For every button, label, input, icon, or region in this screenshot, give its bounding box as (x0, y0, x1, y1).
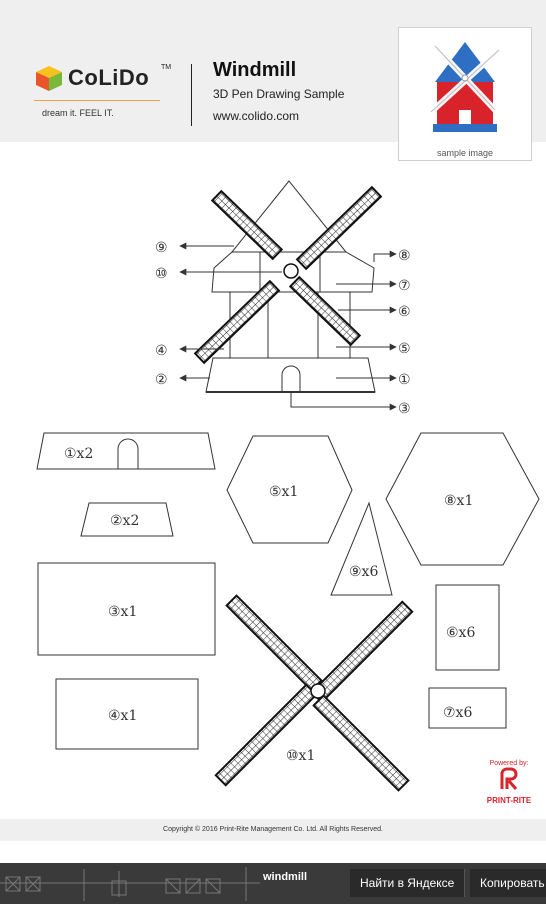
cube-logo-icon (36, 66, 62, 91)
thumbnail-strip[interactable] (0, 863, 546, 904)
callout-2: ② (155, 372, 168, 388)
brand-tm: TM (161, 64, 172, 71)
piece-8-shape (385, 432, 540, 566)
piece-4-shape (55, 678, 199, 750)
sample-label: sample image (436, 148, 494, 158)
callout-4: ④ (155, 343, 168, 359)
copyright-bar: Copyright © 2016 Print-Rite Management C… (0, 819, 546, 841)
blade-hub (283, 263, 299, 279)
viewer-bottom-bar: windmill Найти в Яндексе Копировать (0, 863, 546, 904)
piece-3-label: ③x1 (108, 604, 137, 620)
piece-7-label: ⑦x6 (443, 705, 472, 721)
piece-3-shape (37, 562, 216, 656)
piece-2-shape (80, 502, 174, 537)
document-header: CoLiDo TM dream it. FEEL IT. Windmill 3D… (0, 0, 546, 161)
brand-tagline: dream it. FEEL IT. (42, 108, 114, 118)
piece-6-label: ⑥x6 (446, 625, 475, 641)
piece-5-label: ⑤x1 (269, 484, 298, 500)
copy-button[interactable]: Копировать (470, 869, 546, 897)
brand-underline (34, 100, 160, 101)
powered-by-logo: Powered by: PRINT-RITE (478, 760, 540, 805)
brand-name: CoLiDo (68, 65, 150, 90)
tab-windmill[interactable]: windmill (263, 871, 307, 883)
callout-7: ⑦ (398, 278, 411, 294)
door (281, 365, 301, 392)
piece-5-shape (226, 435, 353, 544)
template-drawing: ⑨ ⑩ ④ ② ⑧ ⑦ ⑥ ⑤ ① ③ ①x2 ②x2 ⑤x1 ⑧x1 ⑨x6 … (36, 180, 540, 792)
piece-1-door (117, 438, 139, 469)
piece-1-shape (36, 432, 216, 470)
callout-10: ⑩ (155, 266, 168, 282)
piece-9-shape (330, 501, 393, 596)
piece-6-shape (435, 584, 500, 671)
blade-top-right (295, 185, 383, 271)
copyright-text: Copyright © 2016 Print-Rite Management C… (163, 826, 383, 833)
callout-6: ⑥ (398, 304, 411, 320)
blade-bottom-right (288, 275, 362, 347)
blade-bottom-left (193, 279, 281, 365)
piece-8-label: ⑧x1 (444, 493, 473, 509)
blade-top-left (210, 189, 284, 261)
search-yandex-button[interactable]: Найти в Яндексе (350, 869, 466, 897)
powered-by-text: Powered by: (489, 760, 529, 767)
callout-8: ⑧ (398, 248, 411, 264)
callout-9: ⑨ (155, 240, 168, 256)
sample-windmill-picture (428, 42, 502, 132)
piece-10-label: ⑩x1 (286, 748, 315, 764)
piece-1-label: ①x2 (64, 446, 93, 462)
colido-logo: CoLiDo TM dream it. FEEL IT. (34, 64, 174, 124)
print-rite-icon (500, 767, 518, 790)
callout-1: ① (398, 372, 411, 388)
callout-5: ⑤ (398, 341, 411, 357)
blades-assembled (193, 185, 383, 365)
piece-7-shape (428, 687, 507, 729)
callout-3: ③ (398, 401, 411, 417)
document-subtitle: 3D Pen Drawing Sample (213, 87, 345, 101)
piece-10-blades (214, 594, 414, 792)
print-rite-name: PRINT-RITE (486, 796, 532, 805)
header-divider (191, 64, 192, 126)
piece-4-label: ④x1 (108, 708, 137, 724)
sample-image: sample image (398, 27, 532, 161)
document-title: Windmill (213, 59, 297, 81)
page-gap (0, 841, 546, 863)
website-link[interactable]: www.colido.com (213, 109, 300, 123)
piece-2-label: ②x2 (110, 513, 139, 529)
piece-9-label: ⑨x6 (349, 564, 378, 580)
